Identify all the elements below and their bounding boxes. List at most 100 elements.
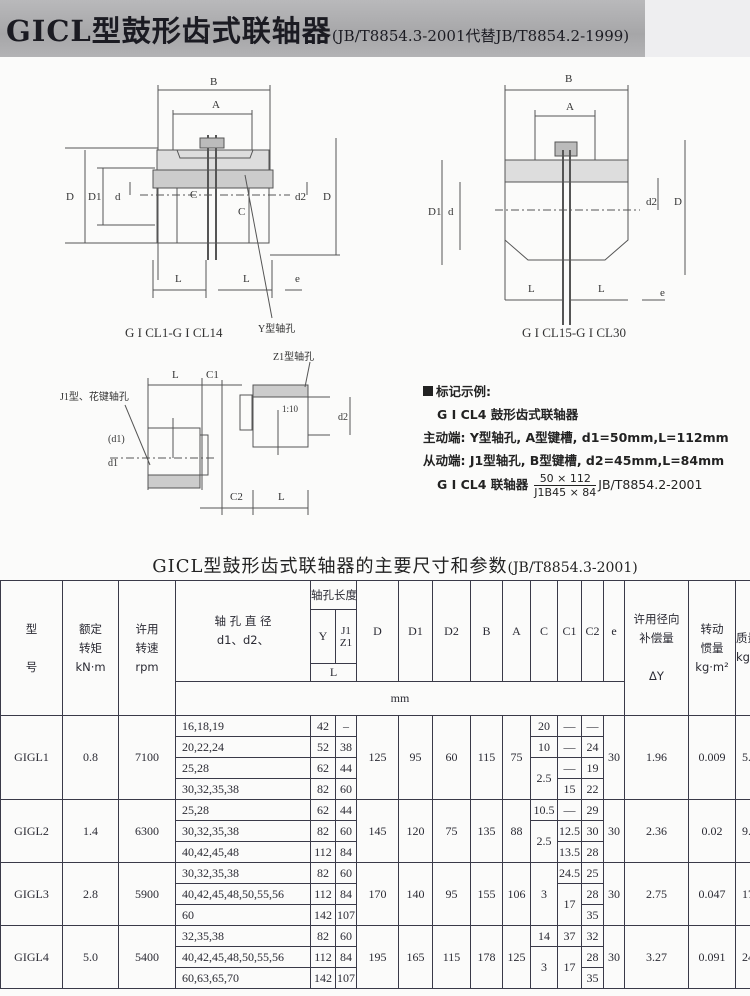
- inertia-cell: 0.02: [688, 799, 736, 863]
- B-cell: 135: [470, 799, 503, 863]
- label-D-rightdrawing: D: [674, 196, 682, 208]
- page-title: GICL型鼓形齿式联轴器(JB/T8854.3-2001代替JB/T8854.2…: [6, 8, 629, 50]
- label-d1-paren: (d1): [108, 434, 125, 445]
- bore-diameter-cell: 40,42,45,48: [175, 841, 311, 863]
- y-length-cell: 112: [310, 841, 336, 863]
- header-D: D: [356, 580, 399, 682]
- D-cell: 145: [356, 799, 399, 863]
- header-model: 型 号: [0, 580, 63, 716]
- torque-cell: 1.4: [62, 799, 119, 863]
- fraction-numerator: 50 × 112: [534, 472, 597, 486]
- e-cell: 30: [603, 799, 625, 863]
- bullet-square-icon: [423, 386, 433, 396]
- e-cell: 30: [603, 862, 625, 926]
- C1-cell: —: [557, 715, 582, 737]
- B-cell: 115: [470, 715, 503, 800]
- A-cell: 75: [502, 715, 531, 800]
- mass-cell: 17.2: [735, 862, 750, 926]
- bore-diameter-cell: 40,42,45,48,50,55,56: [175, 946, 311, 968]
- header-D2: D2: [432, 580, 471, 682]
- C-cell: 10.5: [530, 799, 558, 821]
- header-J1Z1: J1 Z1: [335, 609, 357, 664]
- C2-cell: 28: [581, 946, 604, 968]
- D2-cell: 95: [432, 862, 471, 926]
- C1-cell: 13.5: [557, 841, 582, 863]
- model-cell: GIGL3: [0, 862, 63, 926]
- label-B: B: [210, 76, 217, 88]
- j1-length-cell: 107: [335, 967, 357, 989]
- C2-cell: 25: [581, 862, 604, 884]
- header-speed: 许用 转速 rpm: [118, 580, 176, 716]
- header-radial-comp: 许用径向 补偿量 ΔY: [624, 580, 689, 716]
- radial-comp-cell: 2.36: [624, 799, 689, 863]
- j1-length-cell: 44: [335, 799, 357, 821]
- C-cell: 3: [530, 862, 558, 926]
- header-bore: 轴 孔 直 径 d1、d2、: [175, 580, 311, 682]
- y-bore-note: Y型轴孔: [258, 322, 295, 335]
- B-cell: 155: [470, 862, 503, 926]
- torque-cell: 5.0: [62, 925, 119, 989]
- C-cell: 10: [530, 736, 558, 758]
- torque-cell: 2.8: [62, 862, 119, 926]
- bore-diameter-cell: 40,42,45,48,50,55,56: [175, 883, 311, 905]
- header-unit: mm: [175, 681, 625, 716]
- title-bar-margin: [645, 0, 750, 57]
- y-length-cell: 82: [310, 862, 336, 884]
- model-cell: GIGL2: [0, 799, 63, 863]
- C2-cell: 29: [581, 799, 604, 821]
- speed-cell: 5400: [118, 925, 176, 989]
- label-d-right: d: [448, 206, 454, 218]
- label-L-right: L: [243, 273, 250, 285]
- bore-diameter-cell: 20,22,24: [175, 736, 311, 758]
- bore-diameter-cell: 60: [175, 904, 311, 926]
- speed-cell: 7100: [118, 715, 176, 800]
- j1-length-cell: 107: [335, 904, 357, 926]
- label-d: d: [115, 191, 121, 203]
- A-cell: 88: [502, 799, 531, 863]
- j1-length-cell: –: [335, 715, 357, 737]
- bore-diameter-cell: 25,28: [175, 799, 311, 821]
- label-e-right: e: [660, 287, 665, 299]
- inertia-cell: 0.091: [688, 925, 736, 989]
- label-L-detail: L: [172, 369, 179, 381]
- C1-cell: 12.5: [557, 820, 582, 842]
- A-cell: 106: [502, 862, 531, 926]
- C2-cell: 30: [581, 820, 604, 842]
- radial-comp-cell: 1.96: [624, 715, 689, 800]
- D2-cell: 75: [432, 799, 471, 863]
- header-mass: 质量 kg: [735, 580, 750, 716]
- marking-line-4-prefix: G I CL4 联轴器: [437, 477, 529, 492]
- mass-cell: 5.9: [735, 715, 750, 800]
- inertia-cell: 0.009: [688, 715, 736, 800]
- bore-diameter-cell: 32,35,38: [175, 925, 311, 947]
- j1-length-cell: 84: [335, 841, 357, 863]
- C-cell: 20: [530, 715, 558, 737]
- y-length-cell: 112: [310, 883, 336, 905]
- bore-diameter-cell: 25,28: [175, 757, 311, 779]
- label-C: C: [190, 189, 197, 201]
- label-C2: C2: [230, 491, 243, 503]
- drawing-caption-left: G I CL1-G I CL14: [125, 325, 223, 340]
- D1-cell: 95: [398, 715, 433, 800]
- dimensions-table: 型 号 额定 转矩 kN·m 许用 转速 rpm 轴 孔 直 径 d1、d2、 …: [0, 580, 750, 989]
- C2-cell: 19: [581, 757, 604, 779]
- j1-length-cell: 60: [335, 925, 357, 947]
- model-cell: GIGL4: [0, 925, 63, 989]
- y-length-cell: 142: [310, 967, 336, 989]
- y-length-cell: 112: [310, 946, 336, 968]
- j1-length-cell: 84: [335, 946, 357, 968]
- label-D-right: D: [323, 191, 331, 203]
- mass-cell: 24.9: [735, 925, 750, 989]
- A-cell: 125: [502, 925, 531, 989]
- D1-cell: 120: [398, 799, 433, 863]
- bore-diameter-cell: 30,32,35,38: [175, 862, 311, 884]
- D1-cell: 140: [398, 862, 433, 926]
- label-e: e: [295, 273, 300, 285]
